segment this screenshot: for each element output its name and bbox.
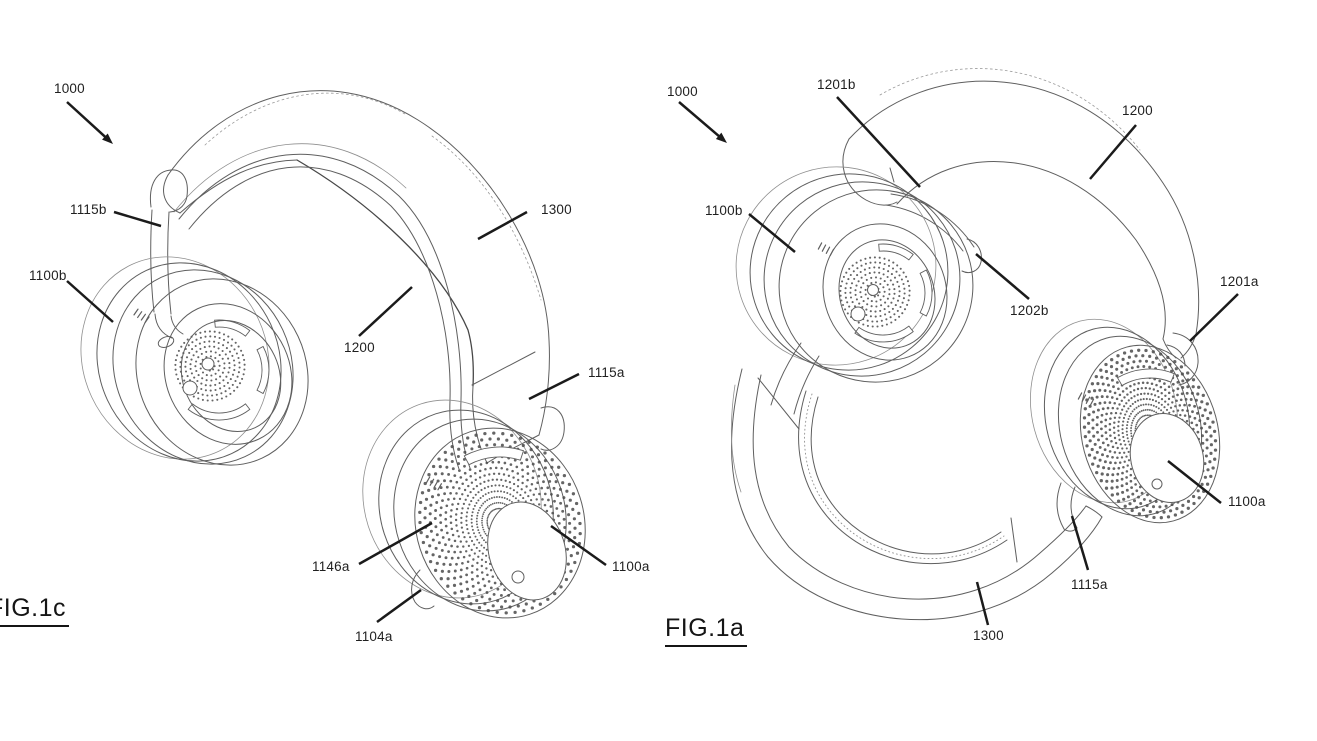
connector-1201a: [1173, 333, 1198, 385]
figure-1c-drawing: [48, 91, 609, 641]
part-label-1115a: 1115a: [1071, 577, 1108, 592]
rim-stitch-marks: [818, 243, 833, 256]
leader-line-1100b: [748, 213, 796, 253]
part-label-1300: 1300: [973, 628, 1004, 643]
part-label-1201b: 1201b: [817, 77, 856, 92]
leader-line-1115a: [528, 372, 580, 401]
leader-line-1104a: [376, 588, 422, 624]
arrowhead-1000: [715, 132, 727, 143]
headband-outer-1300: [164, 91, 550, 463]
part-label-1115b: 1115b: [70, 202, 107, 217]
part-label-1100a: 1100a: [612, 559, 650, 574]
ear-cup-1100b: [48, 226, 338, 494]
hook-1104a: [412, 570, 434, 609]
headband-1200: [843, 69, 1199, 358]
leader-line-1201a: [1189, 293, 1239, 342]
figure-caption-1c: FIG.1c: [0, 595, 70, 627]
hook-1202b: [962, 239, 981, 273]
headband-inner-1200: [174, 144, 470, 469]
ear-cup-1100a: [337, 377, 609, 641]
part-label-1202b: 1202b: [1010, 303, 1049, 318]
rim-stitch-marks: [1078, 393, 1093, 406]
part-label-1100b: 1100b: [29, 268, 67, 283]
part-label-1200: 1200: [1122, 103, 1153, 118]
leader-line-1115b: [113, 210, 162, 228]
vent-slot: [464, 447, 523, 465]
part-label-1146a: 1146a: [312, 559, 350, 574]
part-label-1300: 1300: [541, 202, 572, 217]
vent-slot: [1118, 369, 1175, 386]
part-label-1115a: 1115a: [588, 365, 625, 380]
grille-cap: [1121, 405, 1214, 511]
yoke-1201b: [886, 194, 981, 273]
leader-line-1115a: [1070, 515, 1090, 571]
rim-stitch-marks: [426, 477, 441, 490]
ear-cup-1100b-right-fig: [710, 141, 998, 414]
rim-stitch-marks: [134, 309, 149, 322]
leader-line-1000: [678, 101, 721, 139]
yoke-tab: [541, 407, 564, 450]
leader-line-1100a: [550, 524, 607, 567]
part-label-1000: 1000: [54, 81, 85, 96]
leader-line-1200: [1089, 124, 1137, 180]
figure-caption-1a: FIG.1a: [665, 615, 748, 647]
part-label-1000: 1000: [667, 84, 698, 99]
part-label-1104a: 1104a: [355, 629, 393, 644]
cup-arm: [771, 343, 801, 405]
vent-slot: [879, 244, 914, 260]
arrowhead-1000: [102, 133, 113, 144]
leader-line-1202b: [975, 253, 1030, 300]
leader-line-1146a: [358, 521, 433, 566]
leader-line-1300: [975, 581, 990, 626]
strap-1300: [731, 369, 1102, 620]
vent-slot: [257, 347, 269, 394]
leader-line-1200: [358, 286, 413, 337]
ear-cup-1100a-right-fig: [1010, 303, 1239, 539]
connector-1115a: [1057, 483, 1064, 529]
connector-1115b: [150, 170, 187, 349]
vent-slot: [855, 326, 913, 342]
vent-slot: [920, 270, 932, 316]
leader-line-1100b: [66, 280, 114, 323]
part-label-1201a: 1201a: [1220, 274, 1259, 289]
leader-line-1201b: [836, 96, 921, 188]
driver-grille-dots: [839, 256, 911, 328]
leader-line-1100a: [1167, 460, 1222, 504]
leader-line-1000: [66, 101, 108, 139]
part-label-1200: 1200: [344, 340, 375, 355]
leader-line-1300: [477, 210, 528, 241]
vent-slot: [188, 404, 250, 420]
part-label-1100a: 1100a: [1228, 494, 1266, 509]
grille-cap: [475, 492, 578, 611]
figure-1a-drawing: [710, 69, 1239, 620]
part-label-1100b: 1100b: [705, 203, 743, 218]
